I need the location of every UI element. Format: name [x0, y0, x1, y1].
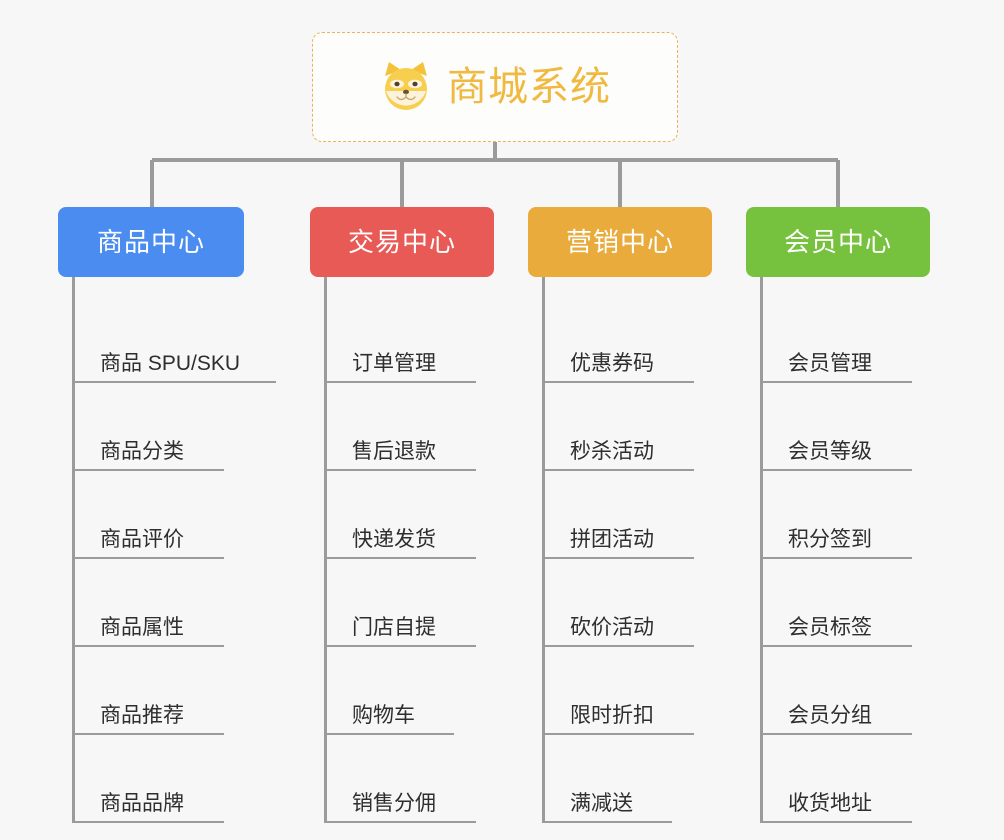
branch-trunk — [760, 277, 763, 822]
branch-trunk — [542, 277, 545, 822]
category-box-product-center[interactable]: 商品中心 — [58, 207, 244, 277]
leaf-item[interactable]: 商品品牌 — [72, 735, 224, 823]
leaf-item[interactable]: 会员管理 — [760, 295, 912, 383]
leaf-item[interactable]: 商品属性 — [72, 559, 224, 647]
leaf-item[interactable]: 快递发货 — [324, 471, 476, 559]
category-label: 交易中心 — [347, 227, 456, 257]
leaf-label: 会员等级 — [788, 440, 872, 463]
leaf-item[interactable]: 积分签到 — [760, 471, 912, 559]
category-box-marketing-center[interactable]: 营销中心 — [528, 207, 712, 277]
category-label: 会员中心 — [783, 227, 892, 257]
leaf-item[interactable]: 商品评价 — [72, 471, 224, 559]
leaf-label: 会员分组 — [788, 704, 872, 727]
leaf-label: 商品属性 — [100, 616, 184, 639]
leaf-label: 拼团活动 — [570, 528, 654, 551]
leaf-item[interactable]: 优惠券码 — [542, 295, 694, 383]
branch-trunk — [324, 277, 327, 822]
leaf-label: 商品分类 — [100, 440, 184, 463]
category-box-transaction-center[interactable]: 交易中心 — [310, 207, 494, 277]
leaf-label: 商品推荐 — [100, 704, 184, 727]
leaf-label: 订单管理 — [352, 352, 436, 375]
root-node[interactable]: 商城系统 — [312, 32, 678, 142]
leaf-item[interactable]: 购物车 — [324, 647, 454, 735]
leaf-item[interactable]: 商品推荐 — [72, 647, 224, 735]
category-box-member-center[interactable]: 会员中心 — [746, 207, 930, 277]
leaf-label: 限时折扣 — [570, 704, 654, 727]
branch-trunk — [72, 277, 75, 822]
leaf-item[interactable]: 商品分类 — [72, 383, 224, 471]
leaf-item[interactable]: 门店自提 — [324, 559, 476, 647]
leaf-item[interactable]: 订单管理 — [324, 295, 476, 383]
leaf-label: 销售分佣 — [352, 792, 436, 815]
leaf-label: 优惠券码 — [570, 352, 654, 375]
category-label: 商品中心 — [96, 227, 205, 257]
leaf-item[interactable]: 会员等级 — [760, 383, 912, 471]
leaf-label: 满减送 — [570, 792, 633, 815]
leaf-item[interactable]: 限时折扣 — [542, 647, 694, 735]
leaf-item[interactable]: 商品 SPU/SKU — [72, 295, 276, 383]
leaf-item[interactable]: 收货地址 — [760, 735, 912, 823]
category-label: 营销中心 — [565, 227, 674, 257]
leaf-label: 购物车 — [352, 704, 415, 727]
leaf-label: 砍价活动 — [570, 616, 654, 639]
leaf-label: 秒杀活动 — [570, 440, 654, 463]
leaf-label: 商品 SPU/SKU — [100, 352, 241, 375]
leaf-item[interactable]: 满减送 — [542, 735, 672, 823]
leaf-label: 会员标签 — [788, 616, 872, 639]
leaf-item[interactable]: 秒杀活动 — [542, 383, 694, 471]
leaf-item[interactable]: 砍价活动 — [542, 559, 694, 647]
root-title: 商城系统 — [447, 65, 611, 109]
leaf-item[interactable]: 会员标签 — [760, 559, 912, 647]
leaf-item[interactable]: 销售分佣 — [324, 735, 476, 823]
shiba-inu-icon — [379, 60, 433, 114]
leaf-label: 会员管理 — [788, 352, 872, 375]
leaf-label: 商品评价 — [100, 528, 184, 551]
leaf-item[interactable]: 会员分组 — [760, 647, 912, 735]
leaf-label: 门店自提 — [352, 616, 436, 639]
leaf-label: 快递发货 — [352, 528, 436, 551]
leaf-label: 商品品牌 — [100, 792, 184, 815]
leaf-label: 售后退款 — [352, 440, 436, 463]
leaf-item[interactable]: 拼团活动 — [542, 471, 694, 559]
root-node-content: 商城系统 — [379, 60, 611, 114]
leaf-label: 收货地址 — [788, 792, 872, 815]
leaf-label: 积分签到 — [788, 528, 872, 551]
leaf-item[interactable]: 售后退款 — [324, 383, 476, 471]
